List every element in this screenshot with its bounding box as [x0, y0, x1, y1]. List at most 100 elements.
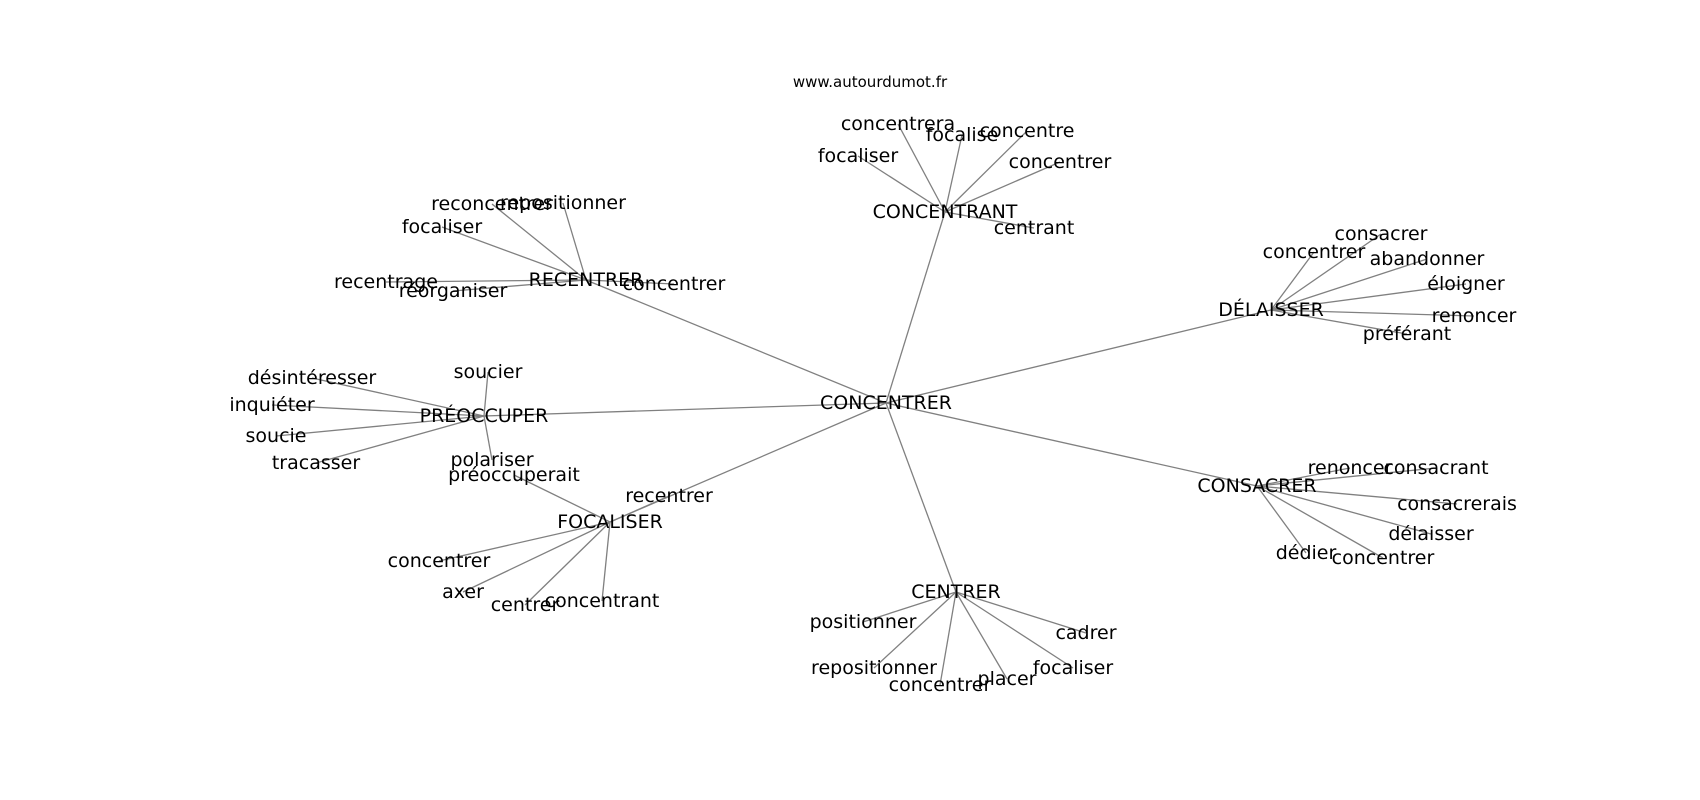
- graph-edge: [885, 211, 946, 404]
- graph-edge: [1270, 251, 1315, 311]
- graph-edge: [311, 377, 485, 417]
- graph-edge: [955, 591, 1074, 669]
- leaf-word[interactable]: concentrer: [889, 674, 992, 696]
- leaf-word[interactable]: soucie: [246, 425, 307, 447]
- graph-edge: [955, 591, 1008, 680]
- hub-word[interactable]: CONCENTRANT: [873, 201, 1018, 223]
- graph-edge: [1256, 485, 1384, 559]
- center-word[interactable]: CONCENTRER: [820, 392, 952, 414]
- graph-edge: [1256, 485, 1458, 505]
- graph-edge: [944, 134, 963, 213]
- graph-edge: [609, 495, 670, 523]
- hub-word[interactable]: CENTRER: [911, 581, 1001, 603]
- leaf-word[interactable]: focaliser: [402, 216, 483, 238]
- graph-edge: [1270, 233, 1382, 311]
- source-url: www.autourdumot.fr: [793, 73, 948, 91]
- leaf-word[interactable]: dédier: [1276, 542, 1337, 564]
- leaf-word[interactable]: centrant: [994, 217, 1075, 239]
- leaf-word[interactable]: recentrage: [334, 271, 438, 293]
- leaf-word[interactable]: focaliser: [1033, 657, 1114, 679]
- graph-edge: [601, 521, 611, 602]
- graph-edge: [315, 415, 485, 464]
- graph-edge: [955, 591, 1087, 634]
- graph-edge: [524, 521, 611, 606]
- leaf-word[interactable]: repositionner: [811, 657, 937, 679]
- graph-edge: [1256, 467, 1351, 487]
- graph-edge: [271, 404, 485, 417]
- leaf-word[interactable]: éloigner: [1427, 273, 1505, 295]
- graph-edge: [513, 474, 611, 523]
- graph-edge: [483, 402, 887, 417]
- leaf-word[interactable]: concentrant: [545, 590, 660, 612]
- graph-edge: [885, 402, 1258, 487]
- hub-word[interactable]: CONSACRER: [1197, 475, 1316, 497]
- graph-edges: [271, 123, 1475, 686]
- hub-word[interactable]: RECENTRER: [529, 269, 644, 291]
- leaf-word[interactable]: préférant: [1363, 323, 1451, 345]
- graph-edge: [1256, 485, 1432, 535]
- leaf-word[interactable]: consacrerais: [1397, 493, 1517, 515]
- leaf-word[interactable]: réorganiser: [399, 280, 508, 302]
- graph-edge: [1270, 283, 1467, 311]
- leaf-word[interactable]: reconcentrer: [431, 193, 553, 215]
- leaf-word[interactable]: renoncer: [1432, 305, 1517, 327]
- graph-edge: [885, 309, 1272, 404]
- graph-edge: [1270, 258, 1428, 311]
- graph-labels: CONCENTRERCONCENTRANTfocaliserconcentrer…: [229, 113, 1517, 696]
- graph-edge: [939, 591, 957, 686]
- graph-edge: [491, 203, 587, 281]
- leaf-word[interactable]: préoccuperait: [448, 464, 580, 486]
- graph-edge: [585, 279, 887, 404]
- graph-edge: [275, 415, 485, 437]
- leaf-word[interactable]: délaisser: [1388, 523, 1473, 545]
- leaf-word[interactable]: renoncer: [1308, 457, 1393, 479]
- leaf-word[interactable]: concentrer: [1332, 547, 1435, 569]
- leaf-word[interactable]: concentrer: [388, 550, 491, 572]
- graph-edge: [862, 591, 957, 623]
- graph-edge: [1256, 485, 1307, 554]
- leaf-word[interactable]: polariser: [450, 449, 533, 471]
- leaf-word[interactable]: concentre: [980, 120, 1075, 142]
- hub-word[interactable]: DÉLAISSER: [1218, 298, 1324, 321]
- graph-edge: [944, 161, 1061, 213]
- leaf-word[interactable]: consacrant: [1383, 457, 1488, 479]
- leaf-word[interactable]: abandonner: [1370, 248, 1485, 270]
- graph-edge: [483, 415, 493, 461]
- hub-word[interactable]: PRÉOCCUPER: [420, 404, 549, 427]
- graph-edge: [585, 279, 675, 285]
- graph-edge: [857, 155, 946, 213]
- leaf-word[interactable]: concentrer: [1009, 151, 1112, 173]
- leaf-word[interactable]: repositionner: [500, 192, 626, 214]
- leaf-word[interactable]: concentrer: [623, 273, 726, 295]
- leaf-word[interactable]: focalise: [926, 124, 999, 146]
- leaf-word[interactable]: cadrer: [1055, 622, 1116, 644]
- leaf-word[interactable]: désintéresser: [248, 367, 377, 389]
- graph-edge: [1270, 309, 1408, 335]
- graph-edge: [483, 371, 489, 417]
- hub-word[interactable]: FOCALISER: [557, 511, 663, 533]
- graph-edge: [1256, 467, 1437, 487]
- leaf-word[interactable]: inquiéter: [229, 394, 315, 416]
- graph-edge: [385, 279, 587, 283]
- leaf-word[interactable]: centrer: [491, 594, 560, 616]
- leaf-word[interactable]: placer: [978, 668, 1037, 690]
- leaf-word[interactable]: positionner: [810, 611, 917, 633]
- graph-edge: [885, 402, 957, 593]
- graph-edge: [462, 521, 611, 593]
- graph-edge: [897, 123, 946, 213]
- leaf-word[interactable]: tracasser: [272, 452, 360, 474]
- leaf-word[interactable]: concentrer: [1263, 241, 1366, 263]
- leaf-word[interactable]: recentrer: [625, 485, 713, 507]
- leaf-word[interactable]: consacrer: [1335, 223, 1428, 245]
- graph-edge: [944, 130, 1028, 213]
- graph-edge: [944, 211, 1035, 229]
- leaf-word[interactable]: focaliser: [818, 145, 899, 167]
- leaf-word[interactable]: axer: [442, 581, 484, 603]
- graph-edge: [1270, 309, 1475, 317]
- graph-edge: [441, 226, 587, 281]
- leaf-word[interactable]: concentrera: [841, 113, 955, 135]
- graph-edge: [452, 279, 587, 292]
- leaf-word[interactable]: soucier: [454, 361, 523, 383]
- graph-edge: [873, 591, 957, 669]
